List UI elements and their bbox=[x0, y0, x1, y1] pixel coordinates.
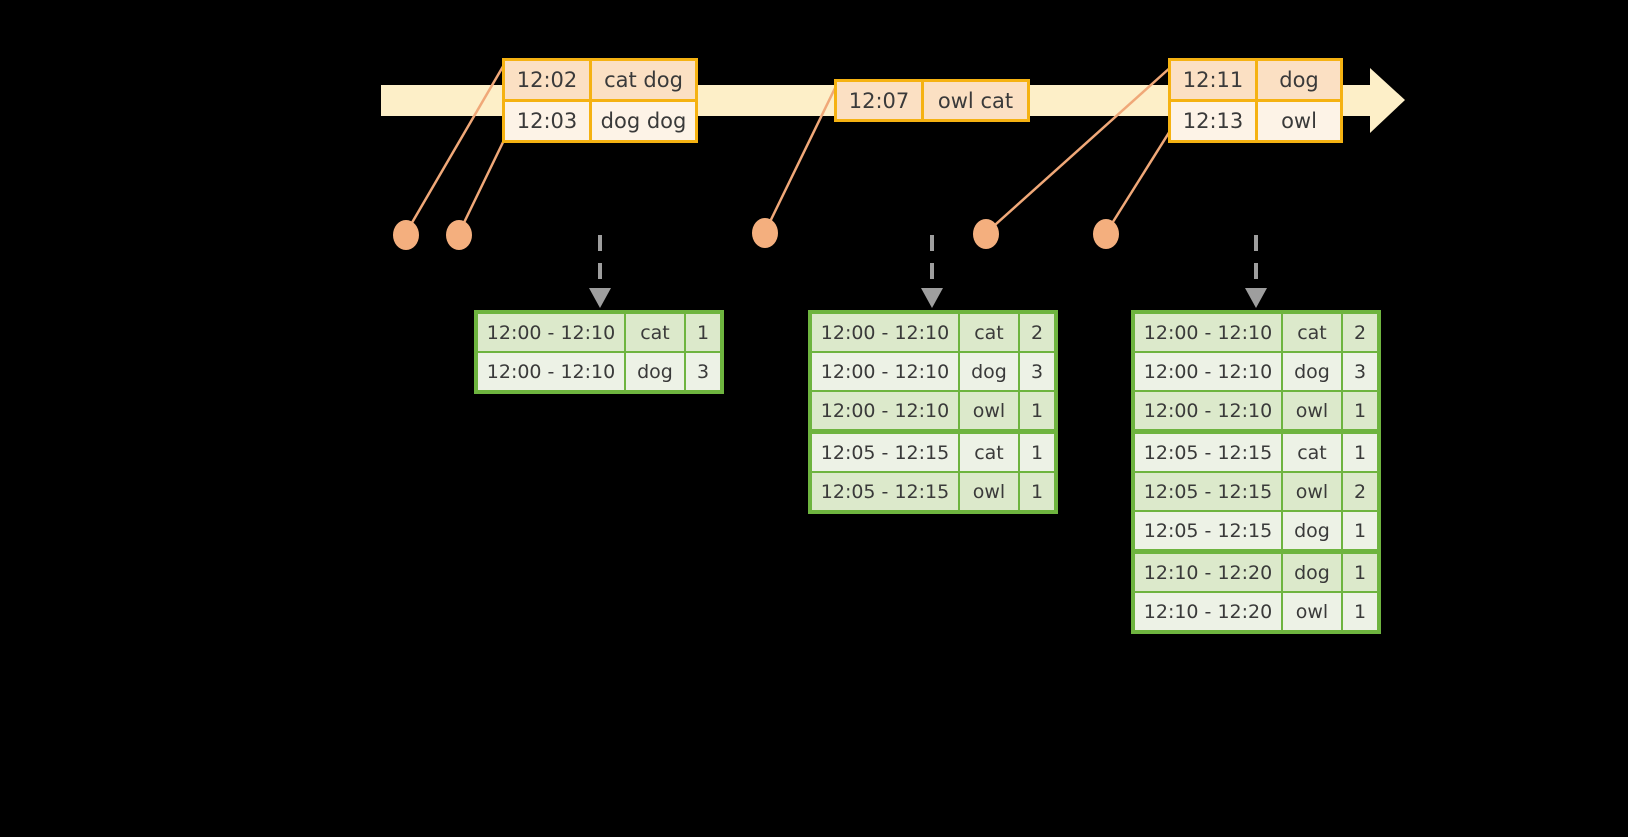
count-cell: 1 bbox=[1020, 434, 1054, 471]
connector-line-1 bbox=[404, 62, 507, 234]
key-cell: dog bbox=[626, 353, 686, 390]
window-cell: 12:05 - 12:15 bbox=[812, 434, 960, 471]
event-row: 12:11 dog bbox=[1171, 61, 1340, 99]
key-cell: cat bbox=[626, 314, 686, 351]
event-dot-3 bbox=[752, 218, 778, 248]
event-dot-2 bbox=[446, 220, 472, 250]
key-cell: owl bbox=[1283, 593, 1343, 630]
window-cell: 12:05 - 12:15 bbox=[812, 473, 960, 510]
window-cell: 12:05 - 12:15 bbox=[1135, 434, 1283, 471]
event-value: dog bbox=[1258, 61, 1340, 99]
count-cell: 3 bbox=[1343, 353, 1377, 390]
key-cell: owl bbox=[960, 392, 1020, 429]
event-time: 12:11 bbox=[1171, 61, 1258, 99]
key-cell: cat bbox=[1283, 434, 1343, 471]
count-cell: 1 bbox=[1020, 473, 1054, 510]
window-cell: 12:00 - 12:10 bbox=[478, 353, 626, 390]
key-cell: owl bbox=[1283, 473, 1343, 510]
count-cell: 3 bbox=[686, 353, 720, 390]
event-row: 12:13 owl bbox=[1171, 99, 1340, 140]
window-cell: 12:00 - 12:10 bbox=[812, 353, 960, 390]
count-cell: 1 bbox=[1020, 392, 1054, 429]
event-value: cat dog bbox=[592, 61, 695, 99]
event-group-2: 12:07 owl cat bbox=[834, 79, 1030, 122]
key-cell: dog bbox=[1283, 353, 1343, 390]
event-time: 12:07 bbox=[837, 82, 924, 119]
connector-line-2 bbox=[457, 135, 508, 234]
key-cell: dog bbox=[1283, 512, 1343, 549]
window-cell: 12:00 - 12:10 bbox=[1135, 392, 1283, 429]
event-dot-4 bbox=[973, 219, 999, 249]
event-row: 12:07 owl cat bbox=[837, 82, 1027, 119]
key-cell: owl bbox=[1283, 392, 1343, 429]
window-cell: 12:00 - 12:10 bbox=[478, 314, 626, 351]
event-time: 12:13 bbox=[1171, 102, 1258, 140]
key-cell: cat bbox=[960, 314, 1020, 351]
event-time: 12:02 bbox=[505, 61, 592, 99]
dashed-arrow-1 bbox=[589, 235, 611, 308]
window-cell: 12:00 - 12:10 bbox=[1135, 314, 1283, 351]
dashed-arrow-3 bbox=[1245, 235, 1267, 308]
connector-line-5 bbox=[1104, 122, 1177, 234]
key-cell: dog bbox=[1283, 554, 1343, 591]
count-cell: 1 bbox=[686, 314, 720, 351]
event-row: 12:02 cat dog bbox=[505, 61, 695, 99]
count-cell: 1 bbox=[1343, 392, 1377, 429]
count-cell: 2 bbox=[1343, 314, 1377, 351]
event-group-1: 12:02 cat dog 12:03 dog dog bbox=[502, 58, 698, 143]
event-dot-5 bbox=[1093, 219, 1119, 249]
window-cell: 12:10 - 12:20 bbox=[1135, 593, 1283, 630]
key-cell: cat bbox=[960, 434, 1020, 471]
event-value: owl bbox=[1258, 102, 1340, 140]
event-value: dog dog bbox=[592, 102, 695, 140]
event-group-3: 12:11 dog 12:13 owl bbox=[1168, 58, 1343, 143]
window-cell: 12:05 - 12:15 bbox=[1135, 512, 1283, 549]
event-row: 12:03 dog dog bbox=[505, 99, 695, 140]
count-cell: 3 bbox=[1020, 353, 1054, 390]
window-cell: 12:05 - 12:15 bbox=[1135, 473, 1283, 510]
count-cell: 2 bbox=[1343, 473, 1377, 510]
count-cell: 1 bbox=[1343, 554, 1377, 591]
count-cell: 1 bbox=[1343, 593, 1377, 630]
window-cell: 12:00 - 12:10 bbox=[1135, 353, 1283, 390]
event-dot-1 bbox=[393, 220, 419, 250]
count-cell: 2 bbox=[1020, 314, 1054, 351]
key-cell: cat bbox=[1283, 314, 1343, 351]
count-cell: 1 bbox=[1343, 434, 1377, 471]
connector-line-3 bbox=[763, 81, 840, 233]
event-value: owl cat bbox=[924, 82, 1027, 119]
window-cell: 12:00 - 12:10 bbox=[812, 314, 960, 351]
event-time: 12:03 bbox=[505, 102, 592, 140]
key-cell: owl bbox=[960, 473, 1020, 510]
key-cell: dog bbox=[960, 353, 1020, 390]
timeline-arrow-head bbox=[1370, 68, 1405, 133]
dashed-arrow-2 bbox=[921, 235, 943, 308]
window-cell: 12:00 - 12:10 bbox=[812, 392, 960, 429]
window-cell: 12:10 - 12:20 bbox=[1135, 554, 1283, 591]
count-cell: 1 bbox=[1343, 512, 1377, 549]
